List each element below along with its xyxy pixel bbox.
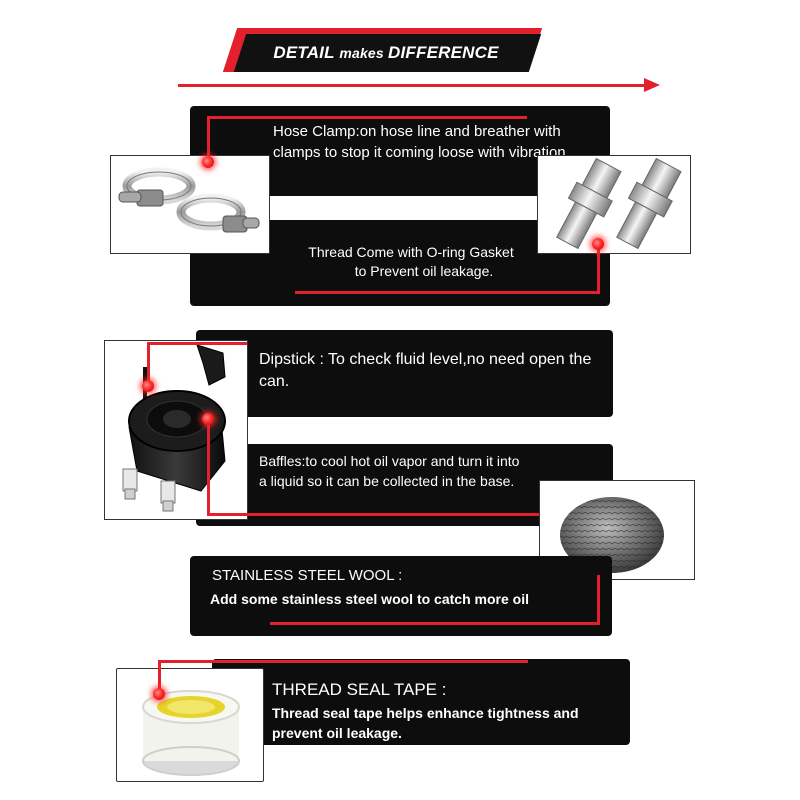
arrow-line bbox=[178, 84, 648, 87]
seal-tape-text: Thread seal tape helps enhance tightness… bbox=[272, 705, 579, 741]
seal-tape-illustration bbox=[142, 690, 240, 776]
connector-line bbox=[207, 116, 527, 119]
dipstick-text: Dipstick : To check fluid level,no need … bbox=[259, 351, 592, 390]
steel-wool-illustration bbox=[560, 497, 664, 573]
arrow-right-icon bbox=[644, 78, 660, 92]
fittings-text-line1: Thread Come with O-ring Gasket bbox=[308, 244, 514, 260]
seal-tape-title: THREAD SEAL TAPE : bbox=[272, 680, 447, 699]
connector-line bbox=[207, 116, 210, 162]
fittings-photo bbox=[537, 155, 691, 254]
title-detail: DETAIL bbox=[273, 43, 340, 62]
connector-line bbox=[147, 342, 150, 386]
catch-can-photo bbox=[104, 340, 248, 520]
highlight-dot bbox=[153, 688, 165, 700]
connector-line bbox=[147, 342, 247, 345]
highlight-dot bbox=[142, 380, 154, 392]
steel-wool-title: STAINLESS STEEL WOOL : bbox=[212, 567, 403, 584]
highlight-dot bbox=[202, 413, 214, 425]
hose-clamp-photo bbox=[110, 155, 270, 254]
title-makes: makes bbox=[339, 45, 388, 61]
hose-clamp-text: Hose Clamp:on hose line and breather wit… bbox=[273, 123, 570, 161]
steel-wool-photo bbox=[539, 480, 695, 580]
highlight-dot bbox=[592, 238, 604, 250]
highlight-dot bbox=[202, 156, 214, 168]
connector-line bbox=[597, 575, 600, 625]
fittings-text: Thread Come with O-ring Gasket to Preven… bbox=[276, 243, 546, 281]
hose-clamp-illustration bbox=[118, 167, 260, 233]
catch-can-illustration bbox=[122, 344, 226, 512]
connector-line bbox=[295, 291, 600, 294]
fittings-text-line2: to Prevent oil leakage. bbox=[354, 263, 494, 279]
seal-tape-panel bbox=[212, 659, 630, 745]
connector-line bbox=[158, 660, 528, 663]
page-title: DETAIL makes DIFFERENCE bbox=[236, 34, 536, 72]
connector-line bbox=[597, 246, 600, 294]
steel-wool-text: Add some stainless steel wool to catch m… bbox=[210, 591, 529, 607]
seal-tape-photo bbox=[116, 668, 264, 782]
title-difference: DIFFERENCE bbox=[388, 43, 499, 62]
fittings-illustration bbox=[556, 157, 682, 250]
baffles-text: Baffles:to cool hot oil vapor and turn i… bbox=[259, 453, 520, 489]
connector-line bbox=[158, 660, 161, 694]
dipstick-panel bbox=[196, 330, 613, 417]
connector-line bbox=[207, 513, 541, 516]
connector-line bbox=[207, 420, 210, 516]
connector-line bbox=[270, 622, 600, 625]
